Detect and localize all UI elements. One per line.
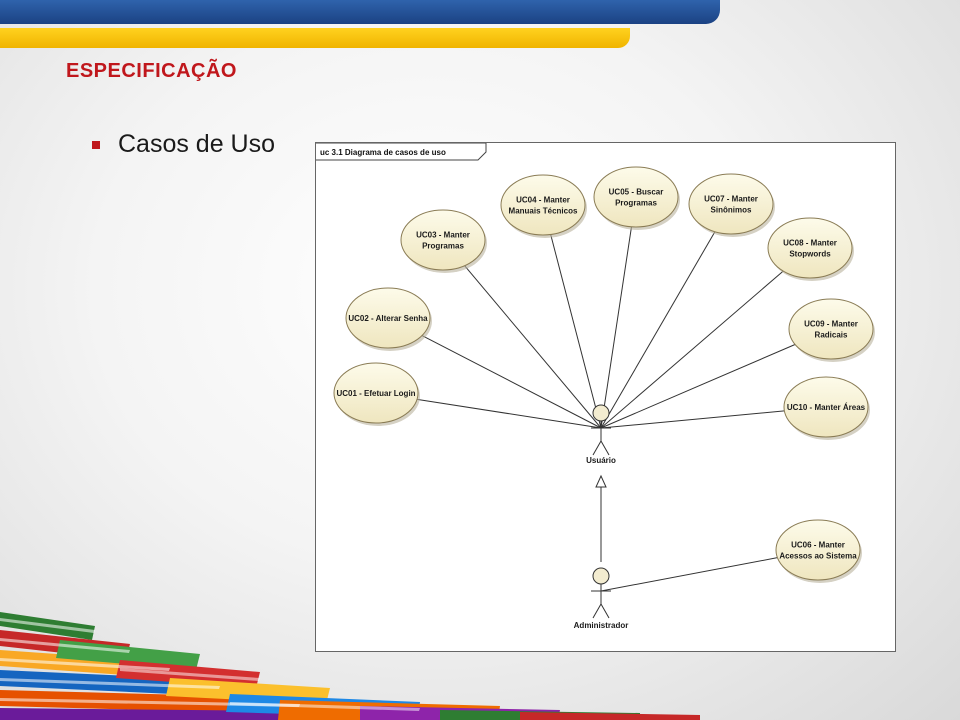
book-stack-image <box>0 612 700 720</box>
use-case-ellipse <box>500 174 586 236</box>
use-case-label: UC02 - Alterar Senha <box>348 314 428 323</box>
association-line-uc02 <box>421 335 602 429</box>
actor-label: Administrador <box>574 621 629 630</box>
use-case-label: UC07 - Manter <box>704 195 758 204</box>
association-line-uc05 <box>600 226 632 429</box>
association-line-uc10 <box>600 410 785 429</box>
actor-leg-right <box>600 440 610 456</box>
use-case-label: Sinônimos <box>711 206 752 215</box>
use-case-uc10: UC10 - Manter Áreas <box>783 376 870 440</box>
use-case-diagram: uc 3.1 Diagrama de casos de uso UC01 - E… <box>315 142 896 652</box>
actor-head <box>592 567 610 585</box>
use-case-uc02: UC02 - Alterar Senha <box>345 287 432 351</box>
generalization-arrowhead <box>595 474 607 488</box>
use-case-label: Acessos ao Sistema <box>779 552 857 561</box>
actor-leg-right <box>600 603 610 619</box>
use-case-label: UC01 - Efetuar Login <box>336 389 415 398</box>
actor-leg-left <box>592 440 602 456</box>
use-case-ellipse <box>333 362 419 424</box>
use-case-label: UC10 - Manter Áreas <box>787 403 866 412</box>
use-case-ellipse <box>783 376 869 438</box>
use-case-label: Radicais <box>815 331 848 340</box>
bullet-text: Casos de Uso <box>118 130 276 158</box>
header-blue-bar <box>0 0 720 24</box>
frame-label: uc 3.1 Diagrama de casos de uso <box>320 148 446 157</box>
actor-administrador: Administrador <box>574 567 629 630</box>
use-case-label: Manuais Técnicos <box>509 207 578 216</box>
bullet-item: Casos de Uso <box>92 130 275 159</box>
use-case-label: UC05 - Buscar <box>609 188 664 197</box>
association-line-uc09 <box>600 344 796 429</box>
use-case-ellipse <box>767 217 853 279</box>
use-case-label: Programas <box>615 199 657 208</box>
use-case-ellipse <box>688 173 774 235</box>
use-case-label: UC08 - Manter <box>783 239 837 248</box>
use-case-label: Programas <box>422 242 464 251</box>
use-case-diagram-canvas: uc 3.1 Diagrama de casos de uso UC01 - E… <box>316 143 875 630</box>
books-decoration <box>0 612 700 720</box>
association-line-uc07 <box>600 231 716 429</box>
actor-leg-left <box>592 603 602 619</box>
use-case-label: UC06 - Manter <box>791 541 845 550</box>
association-line-uc01 <box>416 398 602 429</box>
use-case-ellipse <box>345 287 431 349</box>
header-yellow-bar <box>0 28 630 48</box>
use-case-label: UC04 - Manter <box>516 196 570 205</box>
actor-head <box>592 404 610 422</box>
use-case-label: UC03 - Manter <box>416 231 470 240</box>
use-case-ellipse <box>400 209 486 271</box>
association-line-uc06 <box>600 557 778 592</box>
association-line-uc04 <box>550 234 602 429</box>
frame-tab <box>316 143 487 161</box>
association-line-uc08 <box>600 270 784 429</box>
use-case-label: UC09 - Manter <box>804 320 858 329</box>
association-line-uc03 <box>464 265 602 429</box>
use-case-ellipse <box>593 166 679 228</box>
use-case-ellipse <box>788 298 874 360</box>
use-case-uc01: UC01 - Efetuar Login <box>333 362 420 426</box>
actor-usuario: Usuário <box>586 404 616 465</box>
use-case-label: Stopwords <box>789 250 831 259</box>
slide-title: ESPECIFICAÇÃO <box>66 60 237 82</box>
actor-label: Usuário <box>586 456 616 465</box>
square-bullet-icon <box>92 140 100 149</box>
use-case-ellipse <box>775 519 861 581</box>
